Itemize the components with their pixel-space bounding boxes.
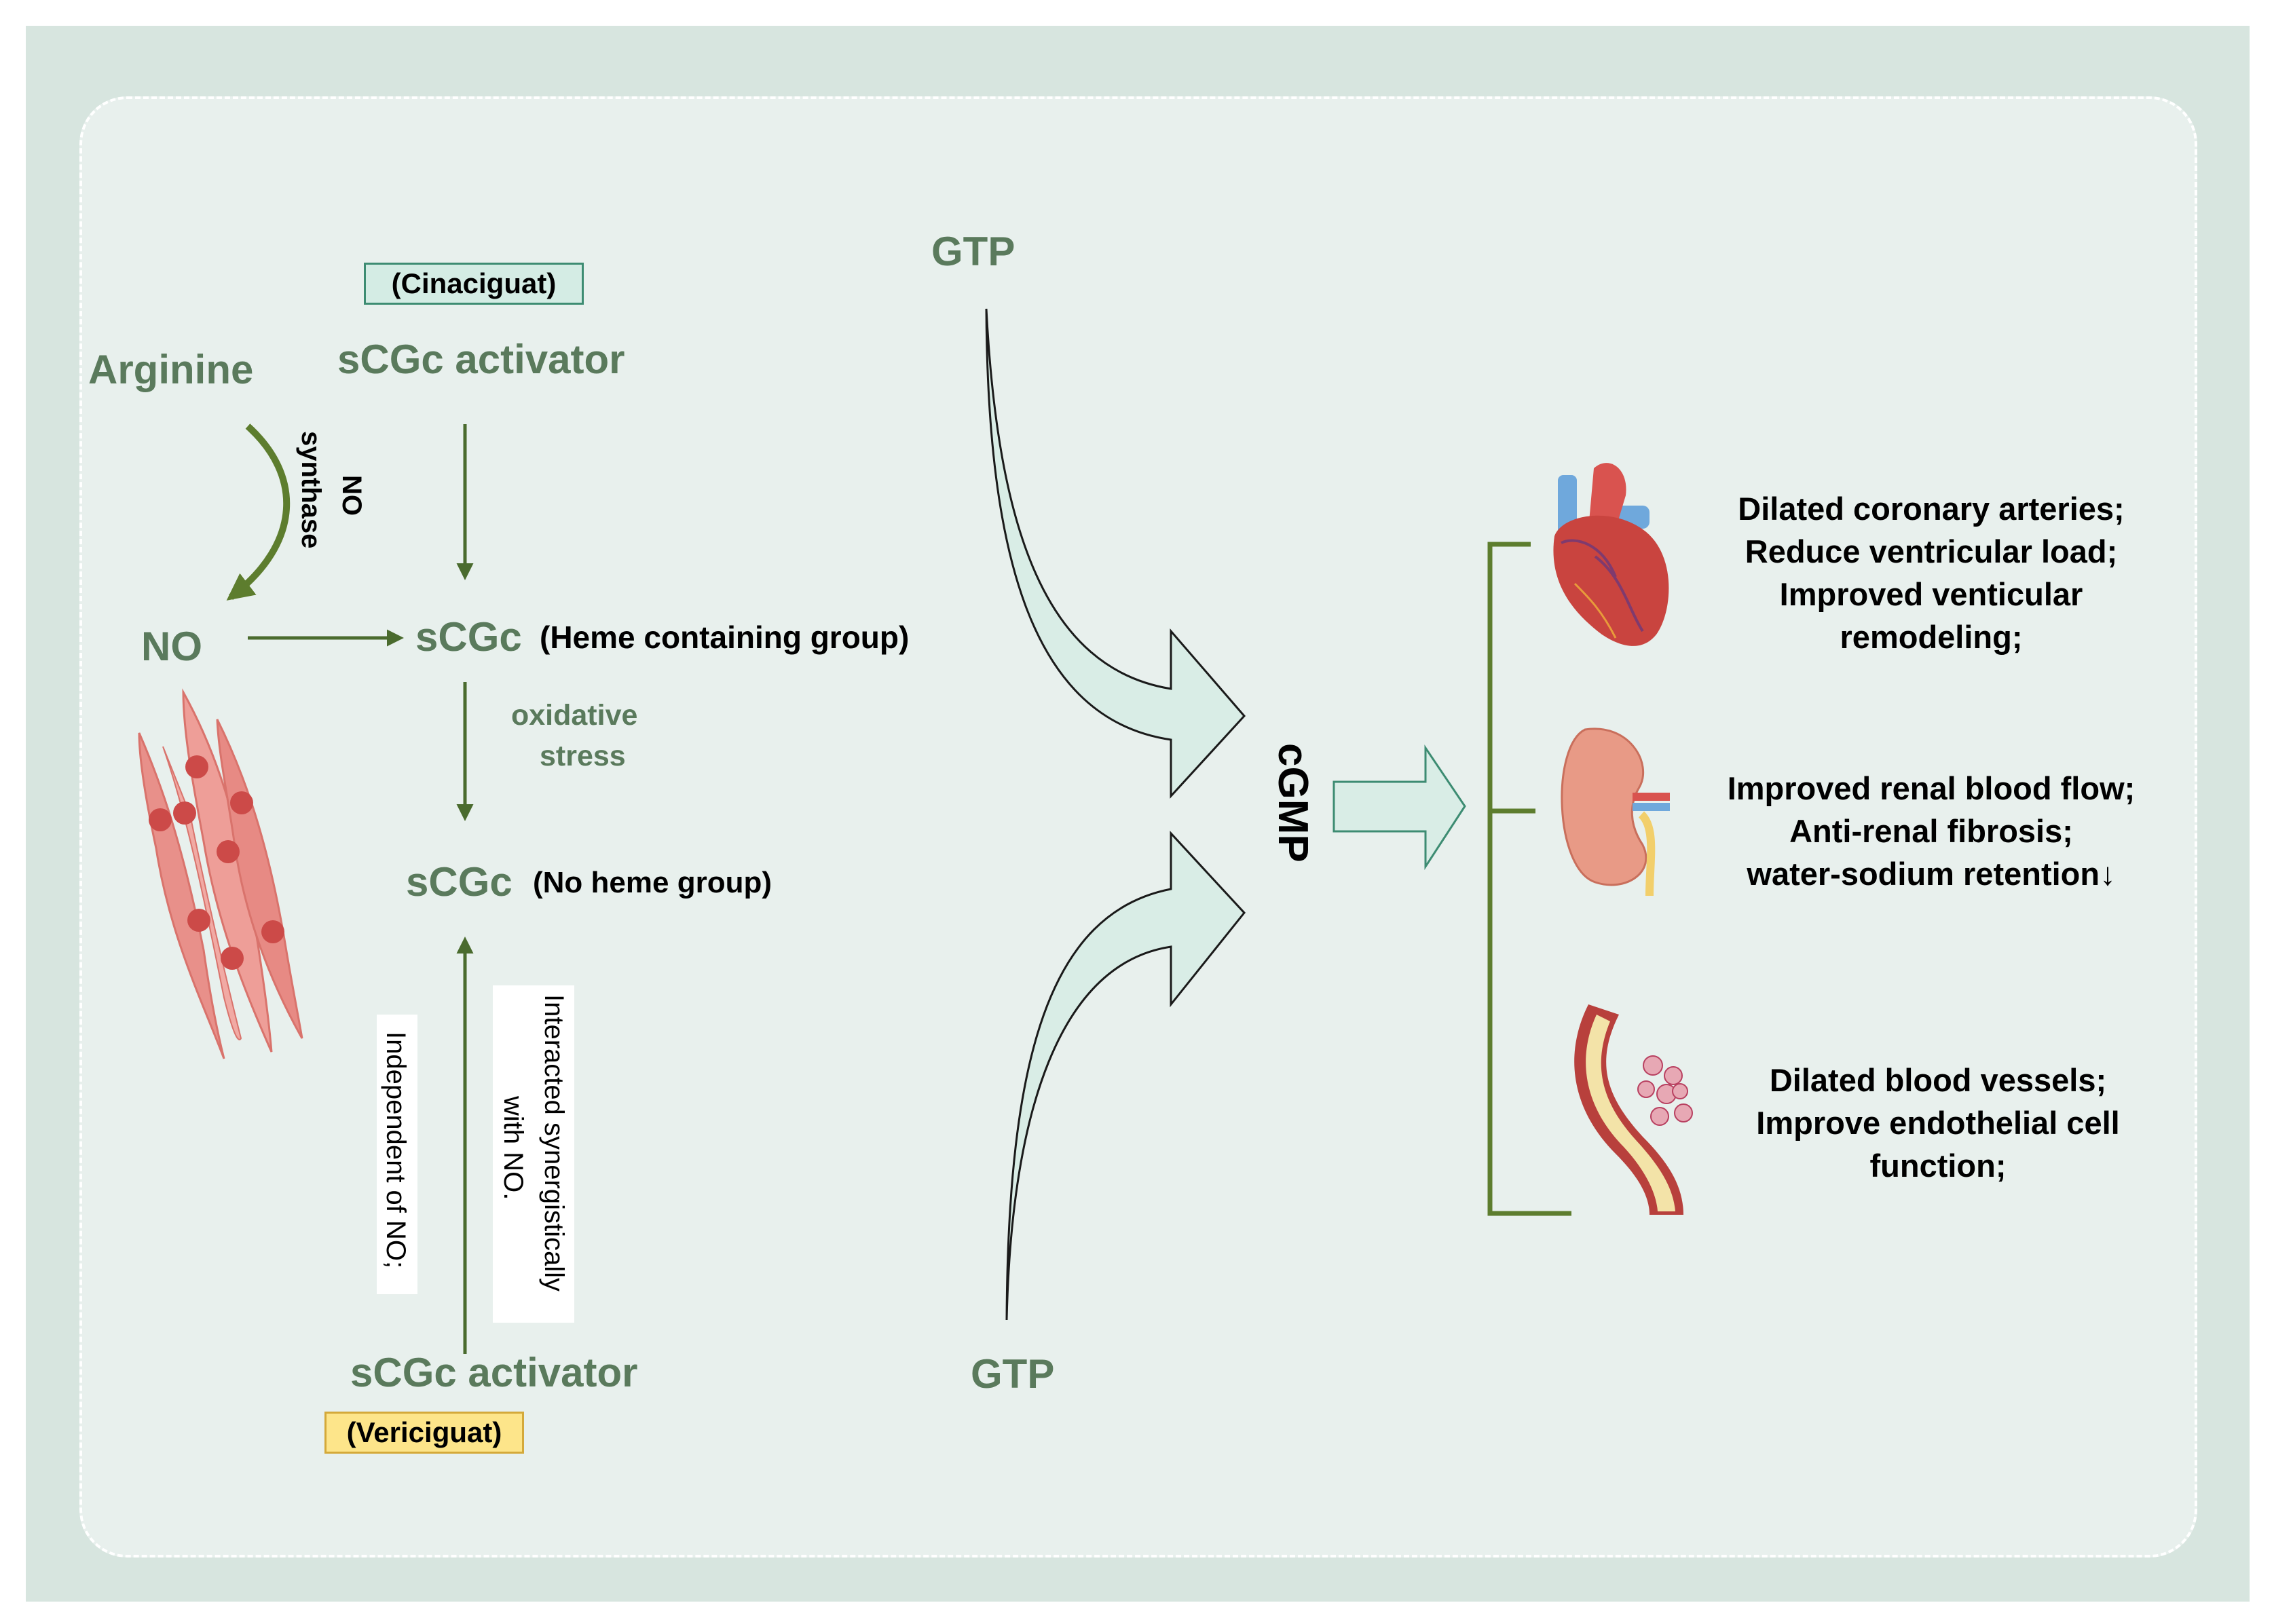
activator-bottom-label: sCGc activator (350, 1350, 638, 1395)
no-synthase-arrow (226, 423, 291, 601)
vessel-effect-2: Improve endothelial cell (1756, 1105, 2120, 1141)
kidney-effect-2: Anti-renal fibrosis; (1789, 813, 2073, 849)
interacted-label-line2: with NO. (498, 1096, 528, 1201)
cgmp-effect-arrow (1332, 744, 1466, 871)
sgc-noheme-label: sCGc (406, 859, 512, 905)
vessel-effect-1: Dilated blood vessels; (1769, 1062, 2107, 1098)
effects-bracket (1487, 542, 1571, 1216)
cinaciguat-box: (Cinaciguat) (364, 263, 584, 305)
independent-label: Independent of NO; (381, 1032, 411, 1269)
arginine-label: Arginine (88, 347, 254, 392)
heart-icon (1553, 463, 1669, 646)
no-label: NO (141, 624, 202, 669)
vessel-effect-3: function; (1869, 1148, 2007, 1184)
oxidative-stress-line1: oxidative (511, 699, 638, 732)
gtp-top-label: GTP (931, 229, 1015, 274)
heart-effect-2: Reduce ventricular load; (1745, 533, 2118, 569)
noheme-note: (No heme group) (533, 866, 772, 899)
cgmp-label: cGMP (1269, 743, 1316, 863)
vessel-effects: Dilated blood vessels; Improve endotheli… (1694, 1059, 2182, 1187)
no-synthase-label-line1: NO (337, 475, 367, 516)
vericiguat-box: (Vericiguat) (324, 1412, 524, 1454)
heart-effect-4: remodeling; (1840, 619, 2023, 655)
heart-effect-1: Dilated coronary arteries; (1738, 491, 2125, 527)
interacted-label-line1: Interacted synergistically (539, 994, 569, 1291)
oxidative-stress-line2: stress (540, 740, 626, 772)
gtp-bottom-flow-arrow (1005, 831, 1246, 1321)
independent-box (377, 1015, 417, 1294)
kidney-icon (1561, 728, 1670, 896)
gtp-top-flow-arrow (985, 308, 1246, 799)
sgc-heme-label: sCGc (415, 614, 522, 660)
blood-vessel-icon (1574, 1004, 1693, 1215)
gtp-bottom-label: GTP (971, 1351, 1055, 1397)
kidney-effect-1: Improved renal blood flow; (1727, 770, 2136, 806)
interacted-box (493, 985, 574, 1323)
heart-effect-3: Improved venticular (1779, 576, 2083, 612)
heart-effects: Dilated coronary arteries; Reduce ventri… (1687, 487, 2176, 658)
kidney-effects: Improved renal blood flow; Anti-renal fi… (1687, 767, 2176, 895)
smooth-muscle-cells-icon (138, 688, 303, 1059)
activator-top-label: sCGc activator (337, 337, 625, 382)
diagram-panel (79, 96, 2197, 1557)
heme-note: (Heme containing group) (540, 620, 910, 655)
no-synthase-label-line2: synthase (296, 431, 326, 549)
kidney-effect-3: water-sodium retention↓ (1747, 856, 2116, 892)
